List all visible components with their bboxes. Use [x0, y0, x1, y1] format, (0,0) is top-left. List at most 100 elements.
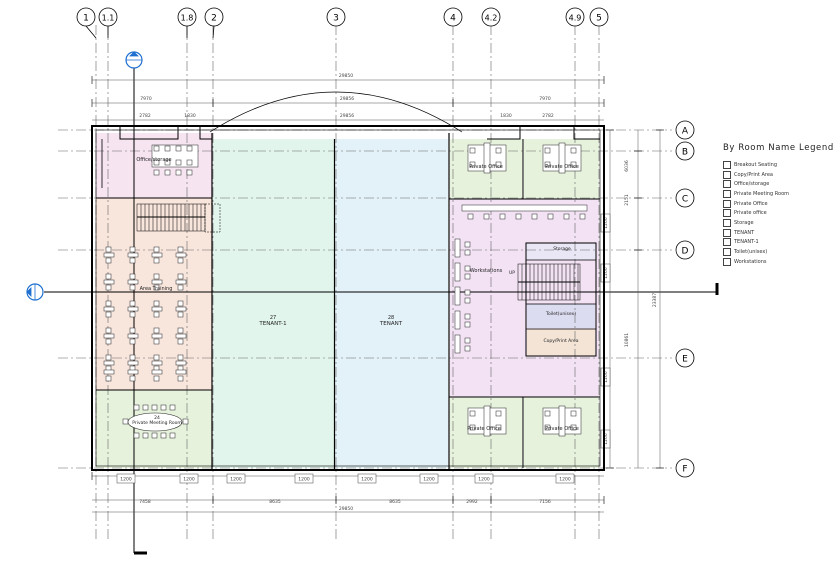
- workstation-desk: [454, 310, 461, 330]
- chair: [105, 327, 112, 334]
- chair: [469, 147, 476, 154]
- grid-label-a: A: [682, 127, 689, 137]
- chair: [122, 418, 129, 425]
- dim-bottom: 7458: [139, 499, 151, 505]
- legend-swatch: [723, 170, 731, 179]
- grid-label-3: 3: [333, 14, 339, 24]
- chair: [495, 410, 502, 417]
- chair: [133, 432, 140, 439]
- chair: [160, 404, 167, 411]
- chair: [177, 300, 184, 307]
- chair: [531, 213, 538, 220]
- training-table: [127, 279, 139, 285]
- svg-text:1200: 1200: [423, 477, 435, 483]
- training-table: [151, 279, 163, 285]
- chair: [105, 375, 112, 382]
- chair: [153, 145, 160, 152]
- workstation-desk: [454, 334, 461, 354]
- chair: [164, 145, 171, 152]
- chair: [469, 410, 476, 417]
- dim-bottom: 7156: [539, 499, 551, 505]
- dim-top-right: 7970: [539, 96, 551, 102]
- grid-label-2: 2: [211, 14, 217, 24]
- chair: [464, 265, 471, 272]
- grid-col-bubble: 4: [443, 7, 463, 27]
- training-table: [103, 306, 115, 312]
- chair: [544, 424, 551, 431]
- legend-label: Private office: [734, 210, 767, 217]
- chair: [129, 300, 136, 307]
- label-copy-print: Copy/Print Area: [543, 338, 578, 344]
- grid-label-5: 5: [596, 14, 602, 24]
- legend-item: Breakout Seating: [723, 160, 831, 170]
- chair: [467, 213, 474, 220]
- grid-label-1: 1: [83, 14, 89, 24]
- dimension-ticks: [91, 76, 664, 504]
- chair: [105, 273, 112, 280]
- training-table: [175, 333, 187, 339]
- chair: [177, 311, 184, 318]
- label-meeting-num: 24: [154, 415, 160, 421]
- legend-swatch: [723, 257, 731, 266]
- svg-text:1200: 1200: [230, 477, 242, 483]
- chair: [186, 145, 193, 152]
- legend-label: Breakout Seating: [734, 161, 778, 168]
- legend-item: TENANT: [723, 228, 831, 238]
- legend-swatch: [723, 248, 731, 257]
- training-table: [103, 279, 115, 285]
- legend-item: Copy/Print Area: [723, 170, 831, 180]
- workstation-desk: [454, 286, 461, 306]
- chair: [151, 404, 158, 411]
- room-tenant: [335, 139, 448, 468]
- room-toilet: [527, 304, 595, 328]
- workstation-bench: [461, 204, 588, 212]
- desk-divider: [483, 405, 491, 437]
- chair: [129, 284, 136, 291]
- desk-divider: [558, 405, 566, 437]
- chair: [464, 249, 471, 256]
- chair: [142, 432, 149, 439]
- training-table: [103, 369, 115, 375]
- legend-label: Workstations: [734, 258, 767, 265]
- svg-text:1200: 1200: [478, 477, 490, 483]
- chair: [129, 338, 136, 345]
- chair: [483, 213, 490, 220]
- grid-row-bubble: C: [675, 188, 695, 208]
- room-labels: Office/storage Area Training 27 TENANT-1…: [132, 157, 579, 432]
- legend-swatch: [723, 228, 731, 237]
- chair: [105, 246, 112, 253]
- chair: [153, 327, 160, 334]
- training-table: [127, 252, 139, 258]
- dim-overall-top: 29850: [339, 73, 353, 79]
- meeting-table: [127, 412, 183, 432]
- training-table: [103, 333, 115, 339]
- label-tenant-1-num: 27: [270, 315, 276, 321]
- chair: [547, 213, 554, 220]
- svg-text:1200: 1200: [298, 477, 310, 483]
- chair: [105, 257, 112, 264]
- chair: [464, 321, 471, 328]
- training-table: [103, 252, 115, 258]
- chair: [129, 311, 136, 318]
- training-table: [175, 306, 187, 312]
- chair: [464, 289, 471, 296]
- chair: [495, 161, 502, 168]
- chair: [129, 257, 136, 264]
- chair: [563, 213, 570, 220]
- chair: [175, 169, 182, 176]
- legend-item: Private office: [723, 208, 831, 218]
- label-storage: Storage: [553, 246, 571, 252]
- chair: [153, 284, 160, 291]
- chair: [153, 159, 160, 166]
- chair: [579, 213, 586, 220]
- dim-top-small: 1830: [500, 113, 512, 119]
- training-table: [151, 333, 163, 339]
- legend-label: Office/storage: [734, 181, 770, 188]
- legend-label: Copy/Print Area: [734, 171, 773, 178]
- chair: [160, 432, 167, 439]
- chair: [544, 161, 551, 168]
- label-workstations: Workstations: [470, 268, 503, 274]
- label-private-office: Private Office: [469, 164, 503, 170]
- chair: [129, 375, 136, 382]
